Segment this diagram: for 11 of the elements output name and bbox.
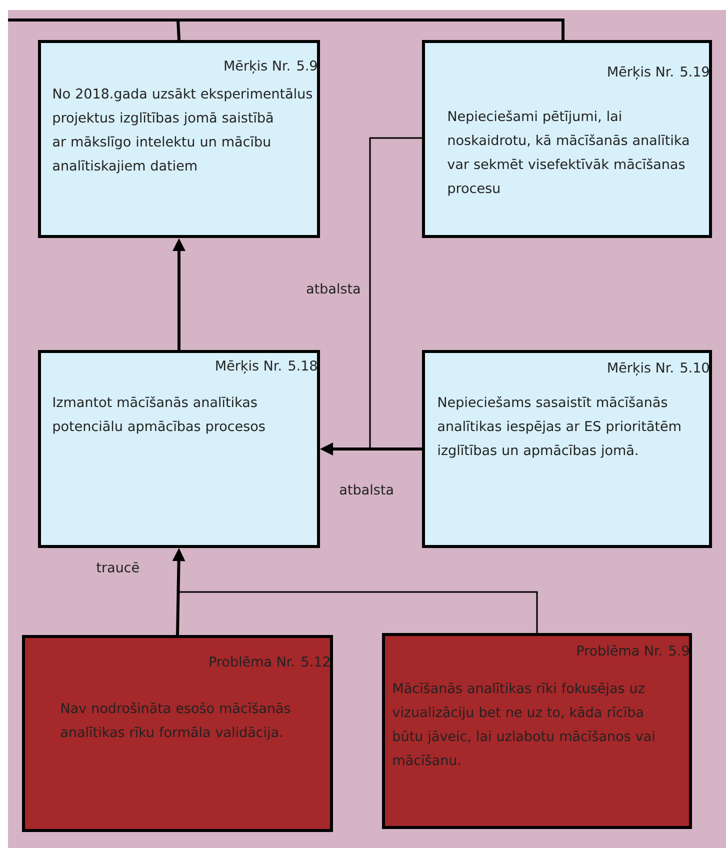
edge-label: atbalsta [338, 483, 395, 496]
connector [178, 18, 564, 40]
goal-box: Mērķis Nr. 5.9 No 2018.gada uzsākt eksperimentālus projektus izglītības jomā saistībā ar mākslīgo intelektu un mācību analītiskajiem datiem [38, 40, 320, 238]
goal-box: Mērķis Nr. 5.10 Nepieciešams sasaistīt mācīšanās analītikas iespējas ar ES prioritātēm izglītības un apmācības jomā. [422, 350, 712, 548]
edge-label: traucē [95, 561, 141, 574]
goal-box: Mērķis Nr. 5.18 Izmantot mācīšanās analītikas potenciālu apmācības procesos [38, 350, 320, 548]
edge-label: atbalsta [305, 282, 362, 295]
problem-box: Problēma Nr. 5.9 Mācīšanās analītikas rīki fokusējas uz vizualizāciju bet ne uz to, kāda rīcība būtu jāveic, lai uzlabotu mācīšanos vai mācīšanu. [382, 633, 692, 829]
problem-box: Problēma Nr. 5.12 Nav nodrošināta esošo mācīšanās analītikas rīku formāla validācija. [22, 635, 333, 832]
goal-box: Mērķis Nr. 5.19 Nepieciešami pētījumi, lai noskaidrotu, kā mācīšanās analītika var sekmēt visefektīvāk mācīšanas procesu [422, 40, 712, 238]
connector [8, 18, 180, 40]
